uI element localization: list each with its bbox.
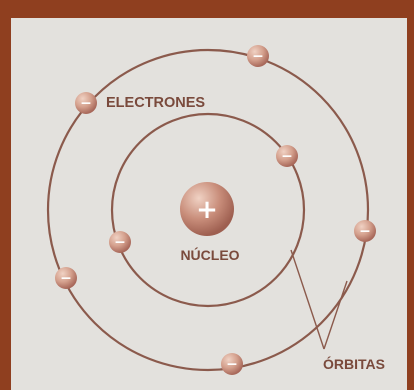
nucleus-sphere: [180, 182, 234, 236]
nucleus-sign: +: [196, 195, 218, 225]
electron: −: [75, 92, 97, 114]
orbits-pointer-inner: [290, 249, 325, 350]
electron-sign: −: [226, 357, 238, 373]
orbits-pointer-outer: [323, 280, 348, 350]
inner-orbit: [110, 112, 306, 308]
electron: −: [247, 45, 269, 67]
electron-sign: −: [359, 224, 371, 240]
electron: −: [109, 231, 131, 253]
electron-sphere: [247, 45, 269, 67]
electron-sign: −: [60, 271, 72, 287]
electron: −: [221, 353, 243, 375]
electron-sign: −: [281, 149, 293, 165]
electron: −: [354, 220, 376, 242]
electron: −: [276, 145, 298, 167]
electron-sphere: [354, 220, 376, 242]
orbits-label: ÓRBITAS: [323, 355, 385, 372]
electron-sphere: [276, 145, 298, 167]
electrons-label: ELECTRONES: [106, 95, 205, 111]
electron-sphere: [75, 92, 97, 114]
electron: −: [55, 267, 77, 289]
nucleus: +: [180, 182, 234, 236]
electron-sign: −: [252, 49, 264, 65]
electron-sign: −: [114, 235, 126, 251]
outer-orbit: [46, 48, 370, 372]
nucleus-label: NÚCLEO: [180, 246, 239, 263]
electron-sign: −: [80, 96, 92, 112]
electron-sphere: [221, 353, 243, 375]
electron-sphere: [55, 267, 77, 289]
electron-sphere: [109, 231, 131, 253]
